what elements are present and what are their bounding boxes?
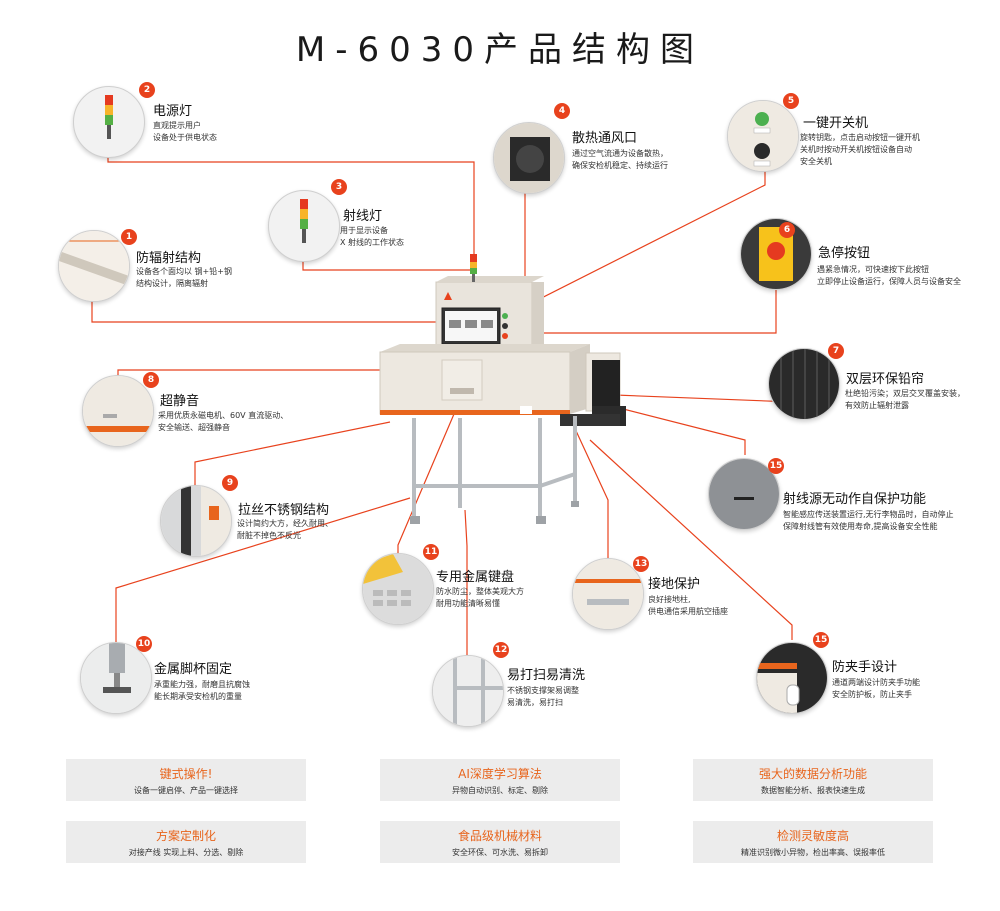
feature-title: 检测灵敏度高 — [776, 829, 849, 843]
callout-title: 金属脚杯固定 — [154, 662, 233, 677]
callout-title: 散热通风口 — [572, 131, 638, 146]
callout-number: 3 — [331, 179, 347, 195]
feature-desc: 设备一键启停、产品一键选择 — [134, 786, 238, 795]
callout-number: 2 — [139, 82, 155, 98]
support-frame-icon — [432, 655, 504, 727]
callout-desc: 通过空气流通为设备散热，确保安检机稳定、持续运行 — [572, 149, 668, 170]
feature-title: 键式操作! — [159, 767, 213, 781]
feature-title: 方案定制化 — [155, 829, 216, 843]
callout-number: 10 — [136, 636, 152, 652]
callout-number: 15 — [768, 458, 784, 474]
feature-title: 强大的数据分析功能 — [758, 767, 867, 781]
feature-desc: 精准识别微小异物，检出率高、误报率低 — [741, 848, 885, 857]
callout-title: 易打扫易清洗 — [507, 668, 586, 683]
feature-data-analysis: 强大的数据分析功能 数据智能分析、报表快速生成 — [693, 759, 933, 801]
shielding-icon — [58, 230, 130, 302]
callout-title: 拉丝不锈钢结构 — [238, 503, 330, 518]
callout-title: 急停按钮 — [818, 246, 871, 261]
callout-title: 超静音 — [160, 394, 200, 409]
callout-title: 专用金属键盘 — [436, 570, 515, 585]
callout-title: 射线灯 — [343, 209, 383, 224]
callout-desc: 智能感应传送装置运行,无行李物品时，自动停止保障射线管有效使用寿命,提高设备安全… — [783, 510, 954, 531]
callout-title: 一键开关机 — [803, 116, 869, 131]
feature-high-sensitivity: 检测灵敏度高 精准识别微小异物，检出率高、误报率低 — [693, 821, 933, 863]
callout-title: 电源灯 — [153, 104, 193, 119]
callout-number: 11 — [423, 544, 439, 560]
feature-desc: 安全环保、可水洗、易拆卸 — [452, 848, 548, 857]
emergency-stop-icon — [740, 218, 812, 290]
feature-title: AI深度学习算法 — [458, 767, 542, 781]
motor-icon — [82, 375, 154, 447]
callout-desc: 直观提示用户设备处于供电状态 — [153, 121, 217, 142]
callout-desc: 防水防尘，整体美观大方耐用功能清晰易懂 — [436, 587, 524, 608]
callout-desc: 设备各个面均以 钢+铅+钢结构设计，隔离辐射 — [136, 267, 232, 288]
callout-number: 6 — [779, 222, 795, 238]
callout-title: 双层环保铅帘 — [846, 372, 925, 387]
callout-number: 5 — [783, 93, 799, 109]
feature-desc: 异物自动识别、标定、剔除 — [452, 786, 548, 795]
callout-title: 防辐射结构 — [136, 251, 202, 266]
callout-desc: 遇紧急情况，可快速按下此按钮立即停止设备运行，保障人员与设备安全 — [817, 265, 961, 286]
guard-plate-icon — [756, 642, 828, 714]
callout-desc: 承重能力强，耐磨且抗腐蚀能长期承受安检机的重量 — [154, 680, 250, 701]
callout-number: 8 — [143, 372, 159, 388]
callout-title: 防夹手设计 — [832, 660, 898, 675]
callout-desc: 设计简约大方，经久耐用、耐脏不掉色不反光 — [237, 519, 333, 540]
callout-title: 接地保护 — [648, 577, 701, 592]
callout-number: 7 — [828, 343, 844, 359]
page-title: M-6030产品结构图 — [295, 30, 705, 70]
tower-light-icon — [73, 86, 145, 158]
feature-desc: 数据智能分析、报表快速生成 — [761, 786, 865, 795]
tower-light-icon — [268, 190, 340, 262]
feature-desc: 对接产线 实现上料、分选、剔除 — [128, 848, 244, 857]
callout-desc: 良好接地柱,供电通信采用航空插座 — [648, 595, 728, 616]
callout-number: 12 — [493, 642, 509, 658]
feature-food-grade: 食品级机械材料 安全环保、可水洗、易拆卸 — [380, 821, 620, 863]
sensor-icon — [708, 458, 780, 530]
callout-number: 1 — [121, 229, 137, 245]
feature-one-key: 键式操作! 设备一键启停、产品一键选择 — [66, 759, 306, 801]
steel-frame-icon — [160, 485, 232, 557]
keyboard-icon — [362, 553, 434, 625]
callout-desc: 杜绝铅污染；双层交叉覆盖安装，有效防止辐射泄露 — [845, 389, 965, 410]
callout-number: 13 — [633, 556, 649, 572]
callout-number: 15 — [813, 632, 829, 648]
lead-curtain-icon — [768, 348, 840, 420]
foot-cup-icon — [80, 642, 152, 714]
callout-desc: 不锈钢支撑架易调整易清洗，易打扫 — [507, 686, 579, 707]
callout-desc: 通道两端设计防夹手功能安全防护板，防止夹手 — [832, 678, 920, 699]
callout-number: 4 — [554, 103, 570, 119]
callout-title: 射线源无动作自保护功能 — [783, 492, 927, 507]
machine-nameplate: X-RAY — [520, 416, 535, 422]
ground-icon — [572, 558, 644, 630]
feature-title: 食品级机械材料 — [457, 829, 542, 843]
feature-ai-algorithm: AI深度学习算法 异物自动识别、标定、剔除 — [380, 759, 620, 801]
fan-icon — [493, 122, 565, 194]
callout-number: 9 — [222, 475, 238, 491]
callout-desc: 采用优质永磁电机、60V 直流驱动、安全输送、超强静音 — [158, 411, 289, 432]
power-button-icon — [727, 100, 799, 172]
feature-customization: 方案定制化 对接产线 实现上料、分选、剔除 — [66, 821, 306, 863]
callout-desc: 旋转钥匙，点击启动按钮一键开机关机时按动开关机按钮设备自动安全关机 — [800, 133, 920, 166]
xray-machine: X-RAY — [379, 254, 626, 524]
